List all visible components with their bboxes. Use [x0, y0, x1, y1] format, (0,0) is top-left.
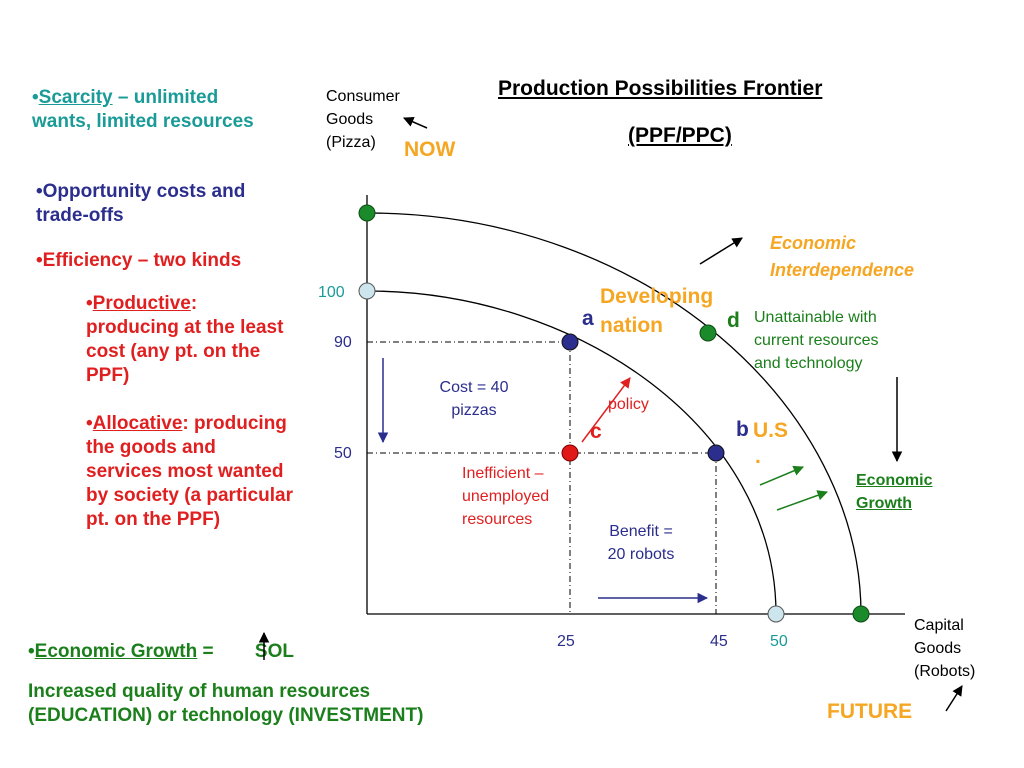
point-inner-x-intercept [767, 605, 785, 623]
point-a [561, 333, 579, 351]
point-b [707, 444, 725, 462]
page-title: Production Possibilities Frontier [498, 77, 823, 100]
scarcity-term: Scarcity [38, 87, 113, 108]
guide-lines [367, 341, 717, 614]
ppf-curve-outer [366, 212, 862, 615]
developing-nation-label: Developing nation [600, 285, 714, 337]
inefficient-label: Inefficient – unemployed resources [462, 465, 550, 528]
point-inner-y-intercept [358, 282, 376, 300]
productive-term: Productive [92, 293, 191, 314]
interdependence-arrow [699, 237, 743, 265]
y-tick-50: 50 [334, 445, 352, 462]
x-tick-45: 45 [710, 633, 728, 650]
economic-growth-term: Economic Growth [34, 641, 198, 662]
y-tick-90: 90 [334, 334, 352, 351]
point-d [699, 324, 717, 342]
point-c [561, 444, 579, 462]
x-axis-label: Capital Goods (Robots) [914, 617, 976, 680]
policy-label: policy [608, 396, 649, 413]
y-axis-label: Consumer Goods (Pizza) [326, 88, 400, 151]
unattainable-label: Unattainable with current resources and … [754, 309, 879, 372]
x-tick-25: 25 [557, 633, 575, 650]
point-outer-y-intercept [358, 204, 376, 222]
scarcity-note: •Scarcity – unlimited wants, limited res… [32, 87, 254, 132]
future-arrow [945, 685, 963, 712]
increased-quality-note: Increased quality of human resources (ED… [28, 681, 424, 726]
economic-growth-label: Economic Growth [856, 472, 933, 512]
point-b-label: b [736, 418, 749, 441]
page-subtitle: (PPF/PPC) [628, 124, 732, 147]
x-tick-50: 50 [770, 633, 788, 650]
y-tick-100: 100 [318, 284, 345, 301]
allocative-term: Allocative [92, 413, 183, 434]
growth-arrow-1 [759, 465, 804, 486]
now-arrow [403, 116, 428, 129]
opportunity-note: •Opportunity costs and trade-offs [36, 181, 246, 226]
economic-interdependence-label: Economic Interdependence [770, 233, 915, 280]
allocative-note: •Allocative: producing the goods and ser… [86, 413, 293, 530]
cost-label: Cost = 40 pizzas [439, 379, 509, 419]
efficiency-note: •Efficiency – two kinds [36, 250, 242, 271]
productive-note: •Productive: producing at the least cost… [86, 293, 284, 386]
future-label: FUTURE [827, 700, 913, 723]
point-a-label: a [582, 307, 594, 330]
benefit-label: Benefit = 20 robots [607, 523, 675, 563]
point-d-label: d [727, 309, 740, 332]
policy-arrow [581, 377, 631, 443]
growth-arrow-2 [776, 490, 828, 511]
ppf-curve-inner [366, 290, 777, 615]
point-c-label: c [590, 420, 602, 443]
us-label: U.S . [753, 419, 789, 468]
now-label: NOW [404, 138, 456, 161]
point-outer-x-intercept [852, 605, 870, 623]
